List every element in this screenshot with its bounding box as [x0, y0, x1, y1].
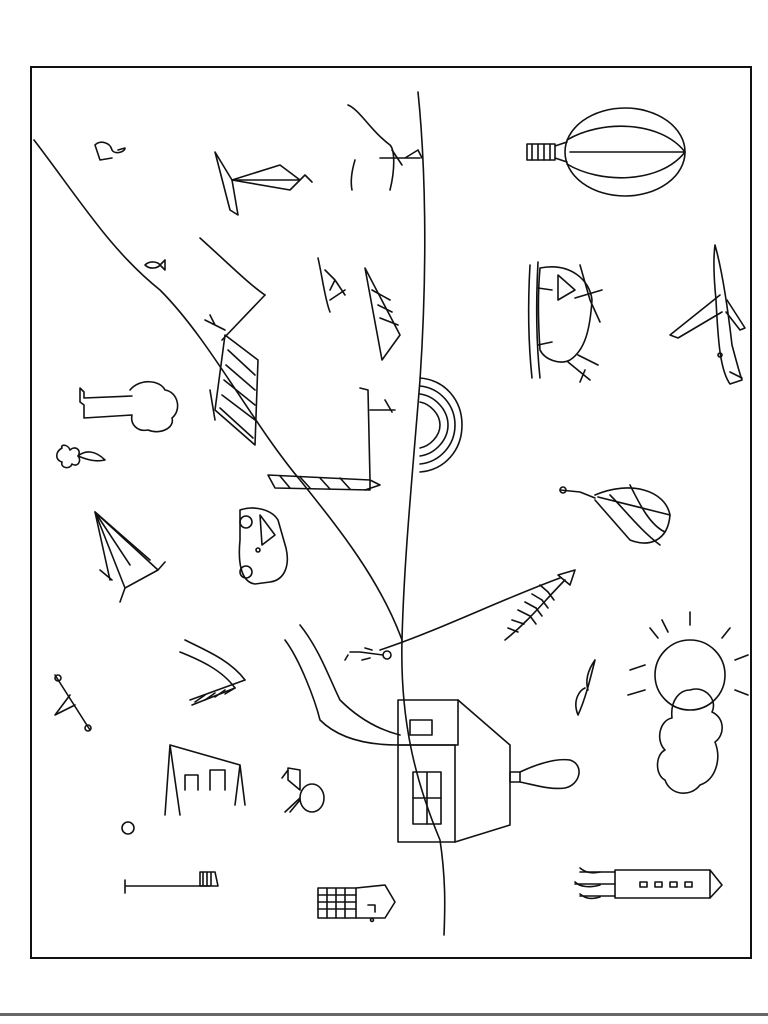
lighthouse-icon	[318, 885, 395, 922]
river-path	[285, 625, 400, 745]
pier-icon	[205, 295, 265, 445]
swimmer-icon	[318, 258, 345, 312]
rocket-icon	[575, 868, 722, 898]
sun-icon	[628, 612, 748, 710]
shoreline	[34, 140, 402, 640]
tent-icon	[95, 512, 165, 602]
kite-string	[380, 578, 560, 650]
table-chair-icon	[282, 768, 324, 812]
setting-sun-icon	[420, 378, 462, 472]
house-icon	[398, 700, 579, 842]
picture-frame	[30, 66, 752, 959]
cloud-icon	[658, 689, 723, 793]
ball-icon	[122, 822, 134, 834]
hot-air-balloon-icon	[527, 108, 685, 196]
seesaw-icon	[55, 675, 91, 731]
river-bank	[200, 238, 265, 295]
tree-icon	[80, 382, 178, 432]
kite-flyer-person-icon	[345, 648, 391, 660]
kite-icon	[380, 570, 575, 650]
diving-board-icon	[268, 388, 395, 490]
parachute-icon	[560, 485, 670, 545]
swing-set-icon	[165, 745, 245, 815]
duck-icon	[95, 142, 125, 160]
sailboat-icon	[215, 152, 312, 215]
horizon-line	[402, 92, 445, 935]
surfer-icon	[348, 105, 422, 190]
footer-rule	[0, 1013, 768, 1016]
car-icon	[239, 508, 287, 584]
helicopter-icon	[529, 262, 602, 382]
bird-icon	[576, 660, 595, 715]
airplane-icon	[670, 245, 745, 384]
fish-icon	[145, 260, 165, 270]
rake-icon	[125, 872, 218, 893]
slide-icon	[180, 640, 245, 705]
rowboat-icon	[365, 268, 400, 360]
flower-icon	[57, 445, 105, 467]
